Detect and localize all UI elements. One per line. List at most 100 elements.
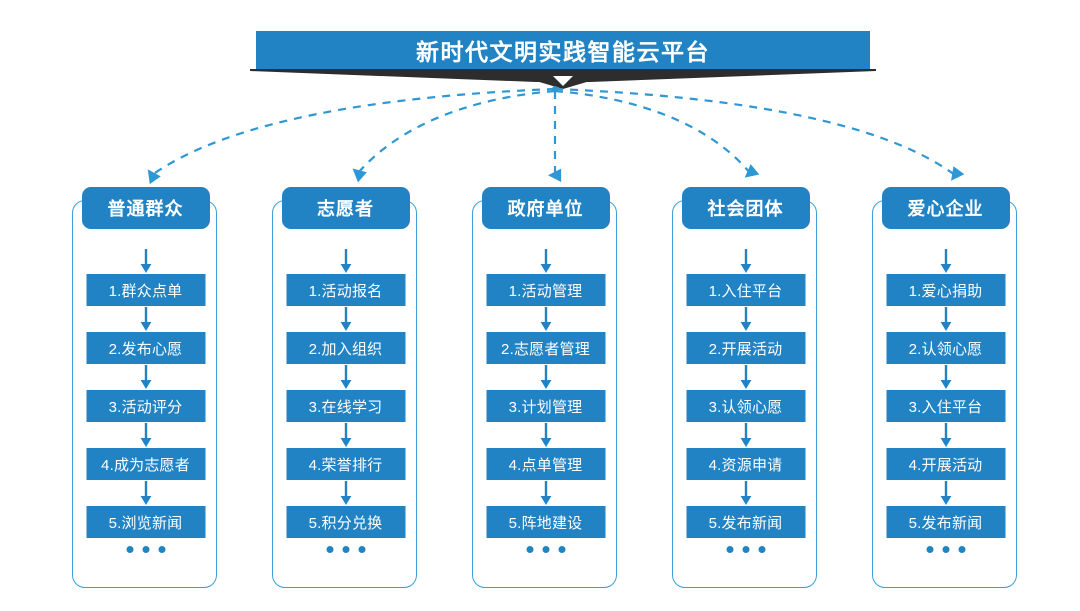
flow-item-label: 2.发布心愿 [108, 340, 183, 358]
banner-bar: 新时代文明实践智能云平台 [256, 31, 870, 69]
down-arrow-icon [338, 248, 354, 274]
column-header-label: 普通群众 [107, 199, 184, 219]
more-items-ellipsis[interactable] [326, 546, 365, 553]
flow-item[interactable]: 1.入住平台 [686, 274, 805, 306]
ellipsis-dot [558, 546, 565, 553]
ellipsis-dot [726, 546, 733, 553]
flow-item-label: 1.群众点单 [108, 282, 183, 300]
flow-item-label: 3.认领心愿 [708, 398, 783, 416]
ellipsis-dot [158, 546, 165, 553]
flow-item[interactable]: 3.计划管理 [486, 390, 605, 422]
ellipsis-dot [958, 546, 965, 553]
flow-item-label: 1.活动管理 [508, 282, 583, 300]
flow-item[interactable]: 2.发布心愿 [86, 332, 205, 364]
flow-item[interactable]: 4.资源申请 [686, 448, 805, 480]
column-header-1[interactable]: 普通群众 [81, 187, 210, 229]
flow-item[interactable]: 1.爱心捐助 [886, 274, 1005, 306]
down-arrow-icon [938, 306, 954, 332]
flow-item-label: 5.发布新闻 [908, 514, 983, 532]
flow-item[interactable]: 1.活动管理 [486, 274, 605, 306]
flow-item-label: 4.荣誉排行 [308, 456, 383, 474]
down-arrow-icon [738, 248, 754, 274]
ellipsis-dot [126, 546, 133, 553]
more-items-ellipsis[interactable] [726, 546, 765, 553]
flow-item-label: 5.阵地建设 [508, 514, 583, 532]
down-arrow-icon [738, 480, 754, 506]
flow-item-label: 2.认领心愿 [908, 340, 983, 358]
flow-item[interactable]: 4.成为志愿者 [86, 448, 205, 480]
column-header-5[interactable]: 爱心企业 [881, 187, 1010, 229]
flow-item[interactable]: 5.浏览新闻 [86, 506, 205, 538]
down-arrow-icon [338, 306, 354, 332]
column-header-4[interactable]: 社会团体 [681, 187, 810, 229]
flow-item[interactable]: 2.开展活动 [686, 332, 805, 364]
down-arrow-icon [738, 422, 754, 448]
page-title: 新时代文明实践智能云平台 [416, 39, 710, 65]
flow-item[interactable]: 3.认领心愿 [686, 390, 805, 422]
more-items-ellipsis[interactable] [126, 546, 165, 553]
down-arrow-icon [538, 364, 554, 390]
flow-item-label: 3.在线学习 [308, 398, 383, 416]
flow-item-label: 1.入住平台 [708, 282, 783, 300]
role-column: 社会团体 1.入住平台 2.开展活动 3.认领心愿 4.资源申请 5.发布新闻 [672, 187, 819, 590]
more-items-ellipsis[interactable] [926, 546, 965, 553]
down-arrow-icon [938, 480, 954, 506]
flow-item-label: 3.入住平台 [908, 398, 983, 416]
role-column: 政府单位 1.活动管理 2.志愿者管理 3.计划管理 4.点单管理 5.阵地建设 [472, 187, 619, 590]
down-arrow-icon [138, 422, 154, 448]
down-arrow-icon [138, 480, 154, 506]
down-arrow-icon [138, 306, 154, 332]
role-column: 普通群众 1.群众点单 2.发布心愿 3.活动评分 4.成为志愿者 5.浏览新闻 [72, 187, 219, 590]
flow-item-label: 3.计划管理 [508, 398, 583, 416]
flow-item-label: 4.资源申请 [708, 456, 783, 474]
role-column: 志愿者 1.活动报名 2.加入组织 3.在线学习 4.荣誉排行 5.积分兑换 [272, 187, 419, 590]
flow-item[interactable]: 5.积分兑换 [286, 506, 405, 538]
ellipsis-dot [342, 546, 349, 553]
flow-item[interactable]: 1.群众点单 [86, 274, 205, 306]
ellipsis-dot [742, 546, 749, 553]
flow-item[interactable]: 4.开展活动 [886, 448, 1005, 480]
down-arrow-icon [538, 306, 554, 332]
down-arrow-icon [138, 364, 154, 390]
more-items-ellipsis[interactable] [526, 546, 565, 553]
flow-item[interactable]: 3.在线学习 [286, 390, 405, 422]
flow-item-label: 1.爱心捐助 [908, 282, 983, 300]
flow-item[interactable]: 2.认领心愿 [886, 332, 1005, 364]
flow-item[interactable]: 5.发布新闻 [686, 506, 805, 538]
down-arrow-icon [938, 422, 954, 448]
ellipsis-dot [942, 546, 949, 553]
column-header-label: 社会团体 [707, 199, 784, 219]
down-arrow-icon [338, 480, 354, 506]
down-arrow-icon [938, 364, 954, 390]
flow-item-label: 3.活动评分 [108, 398, 183, 416]
column-header-2[interactable]: 志愿者 [281, 187, 410, 229]
column-header-label: 爱心企业 [907, 199, 984, 219]
ellipsis-dot [926, 546, 933, 553]
flow-item[interactable]: 4.荣誉排行 [286, 448, 405, 480]
ellipsis-dot [758, 546, 765, 553]
down-arrow-icon [538, 422, 554, 448]
down-arrow-icon [338, 422, 354, 448]
flow-item[interactable]: 3.入住平台 [886, 390, 1005, 422]
flow-item[interactable]: 5.阵地建设 [486, 506, 605, 538]
flow-item-label: 5.发布新闻 [708, 514, 783, 532]
column-header-3[interactable]: 政府单位 [481, 187, 610, 229]
flow-item-label: 2.加入组织 [308, 340, 383, 358]
role-column: 爱心企业 1.爱心捐助 2.认领心愿 3.入住平台 4.开展活动 5.发布新闻 [872, 187, 1019, 590]
down-arrow-icon [538, 480, 554, 506]
ellipsis-dot [526, 546, 533, 553]
ellipsis-dot [358, 546, 365, 553]
flow-item[interactable]: 5.发布新闻 [886, 506, 1005, 538]
down-arrow-icon [938, 248, 954, 274]
flow-item[interactable]: 2.加入组织 [286, 332, 405, 364]
ellipsis-dot [326, 546, 333, 553]
flow-item[interactable]: 3.活动评分 [86, 390, 205, 422]
flow-item[interactable]: 1.活动报名 [286, 274, 405, 306]
flow-item[interactable]: 2.志愿者管理 [486, 332, 605, 364]
flow-item-label: 4.开展活动 [908, 456, 983, 474]
flow-item-label: 4.成为志愿者 [101, 456, 190, 474]
flow-item-label: 4.点单管理 [508, 456, 583, 474]
flow-item[interactable]: 4.点单管理 [486, 448, 605, 480]
